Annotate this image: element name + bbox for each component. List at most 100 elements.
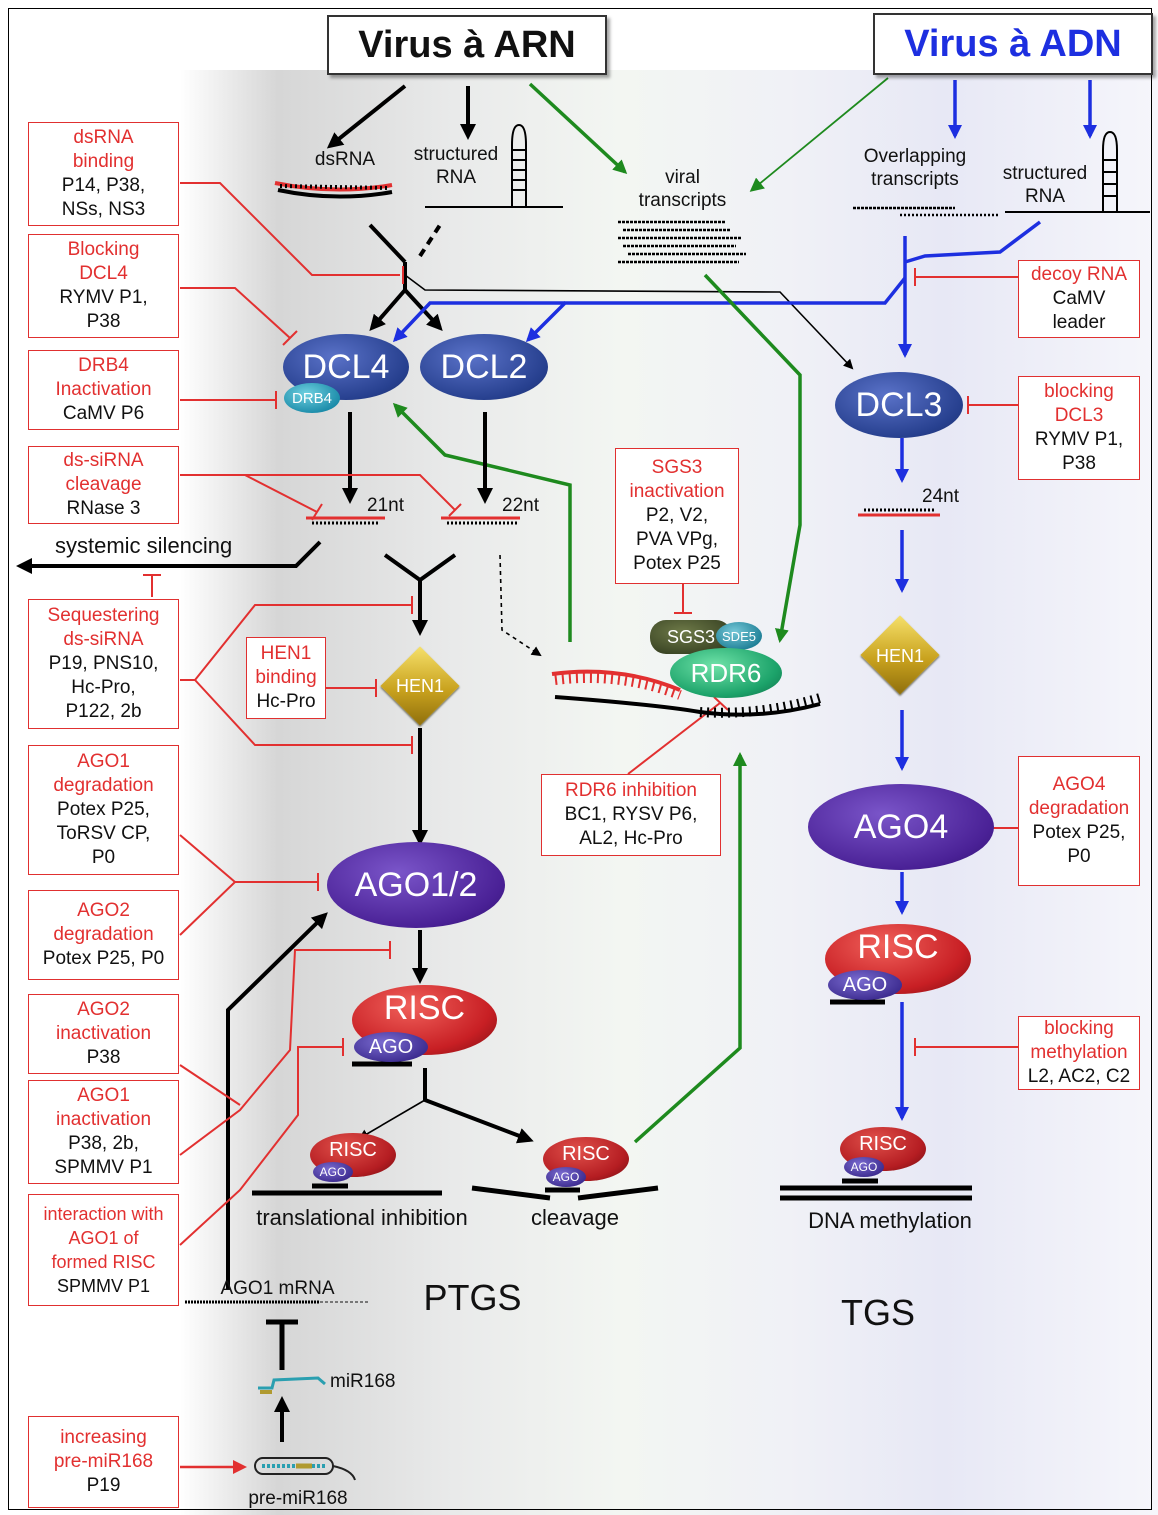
suppressor-function-line: AGO4 bbox=[1052, 774, 1106, 795]
risc-small-cleavage-ago: AGO bbox=[546, 1167, 586, 1187]
mir168-inhibition-bar bbox=[266, 1319, 298, 1370]
suppressor-function-line: DCL3 bbox=[1054, 405, 1104, 426]
suppressor-function-line: SGS3 bbox=[651, 457, 703, 478]
pre-mir168-glyph bbox=[254, 1457, 356, 1481]
translational-inhibition-label: translational inhibition bbox=[256, 1205, 468, 1230]
suppressor-protein-line: P122, 2b bbox=[65, 701, 142, 722]
suppressor-function-line: DCL4 bbox=[79, 263, 128, 284]
suppressor-protein-line: PVA VPg, bbox=[635, 529, 719, 550]
suppressor-function-line: DRB4 bbox=[78, 355, 129, 376]
risc-small-translational-ago: AGO bbox=[313, 1162, 353, 1182]
suppressor-protein-line: P14, P38, bbox=[61, 175, 146, 196]
suppressor-function-line: AGO1 of bbox=[68, 1228, 139, 1248]
suppressor-protein-line: P0 bbox=[1067, 846, 1091, 867]
suppressor-protein-line: CaMV P6 bbox=[62, 403, 145, 424]
dna-virus-arrows bbox=[392, 80, 1097, 1121]
suppressor-function-line: ds-siRNA bbox=[63, 629, 144, 650]
suppressor-protein-line: SPMMV P1 bbox=[54, 1157, 153, 1178]
ago1-mrna-label: AGO1 mRNA bbox=[220, 1278, 335, 1299]
suppressor-function-line: AGO1 bbox=[77, 751, 130, 772]
suppressor-function-line: formed RISC bbox=[51, 1252, 156, 1272]
ago12-node: AGO1/2 bbox=[327, 842, 505, 928]
ago4-node: AGO4 bbox=[808, 784, 994, 870]
figure-frame bbox=[8, 8, 1152, 1510]
ptgs-flow-arrows bbox=[16, 412, 534, 1442]
suppressor-protein-line: ToRSV CP, bbox=[56, 823, 151, 844]
suppressor-function-line: HEN1 bbox=[260, 643, 312, 664]
suppressor-protein-line: P2, V2, bbox=[645, 505, 709, 526]
dna-methylation-label: DNA methylation bbox=[808, 1208, 972, 1233]
suppressor-function-line: blocking bbox=[1044, 381, 1114, 402]
suppressor-function-line: ds-siRNA bbox=[63, 450, 144, 471]
suppressor-function-line: cleavage bbox=[65, 474, 142, 495]
suppressor-protein-line: Hc-Pro bbox=[256, 691, 316, 712]
cleavage-label: cleavage bbox=[530, 1205, 620, 1230]
inhibition-connectors bbox=[143, 182, 1018, 1246]
suppressor-protein-line: Potex P25, bbox=[1032, 822, 1126, 843]
risc-small-methylation-ago: AGO bbox=[844, 1157, 884, 1177]
pre-mir168-label: pre-miR168 bbox=[248, 1488, 348, 1509]
structured-rna-left-glyph bbox=[425, 123, 563, 208]
suppressor-protein-line: P19, PNS10, bbox=[48, 653, 159, 674]
suppressor-protein-line: P38 bbox=[1062, 453, 1096, 474]
green-feedback-arrows bbox=[392, 77, 889, 1144]
suppressor-function-line: increasing bbox=[60, 1427, 147, 1448]
suppressor-protein-line: P38 bbox=[86, 1047, 121, 1068]
risc-left-ago: AGO bbox=[354, 1032, 428, 1062]
suppressor-protein-line: L2, AC2, C2 bbox=[1027, 1066, 1131, 1087]
suppressor-protein-line: RYMV P1, bbox=[59, 287, 148, 308]
suppressor-function-line: binding bbox=[72, 151, 135, 172]
sirna-22nt-label: 22nt bbox=[502, 495, 539, 516]
suppressor-function-line: AGO2 bbox=[77, 999, 130, 1020]
suppressor-function-line: AGO2 bbox=[77, 900, 130, 921]
risc-small-translational: RISC bbox=[310, 1133, 396, 1177]
suppressor-function-line: degradation bbox=[1028, 798, 1130, 819]
hen1-left-label: HEN1 bbox=[395, 676, 444, 696]
suppressor-function-line: pre-miR168 bbox=[53, 1451, 154, 1472]
suppressor-protein-line: P19 bbox=[86, 1475, 121, 1496]
suppressor-function-line: inactivation bbox=[55, 1109, 152, 1130]
suppressor-protein-line: RYMV P1, bbox=[1034, 429, 1124, 450]
target-rna-bars bbox=[252, 999, 972, 1201]
overlapping-transcripts-glyph bbox=[853, 206, 1000, 217]
suppressor-protein-line: BC1, RYSV P6, bbox=[564, 804, 698, 825]
drb4-node: DRB4 bbox=[284, 383, 340, 413]
sde5-node: SDE5 bbox=[716, 622, 762, 650]
suppressor-function-line: dsRNA bbox=[73, 127, 134, 148]
suppressor-function-line: interaction with bbox=[43, 1204, 164, 1224]
ptgs-label: PTGS bbox=[423, 1277, 522, 1318]
suppressor-protein-line: NSs, NS3 bbox=[61, 199, 146, 220]
hen1-right-label: HEN1 bbox=[875, 646, 924, 666]
suppressor-function-line: degradation bbox=[53, 924, 154, 945]
suppressor-function-line: Inactivation bbox=[55, 379, 152, 400]
suppressor-function-line: AGO1 bbox=[77, 1085, 130, 1106]
suppressor-function-line: RDR6 inhibition bbox=[564, 780, 697, 801]
suppressor-protein-line: P0 bbox=[91, 847, 116, 868]
suppressor-function-line: degradation bbox=[53, 775, 154, 796]
structured-rna-right-glyph bbox=[1005, 130, 1150, 213]
mir168-glyph bbox=[258, 1376, 326, 1394]
tgs-label: TGS bbox=[840, 1292, 915, 1333]
suppressor-function-line: binding bbox=[255, 667, 317, 688]
dsrna-glyph bbox=[274, 181, 393, 199]
dna-virus-header: Virus à ADN bbox=[873, 13, 1153, 75]
suppressor-protein-line: AL2, Hc-Pro bbox=[579, 828, 683, 849]
dsrna-label: dsRNA bbox=[314, 149, 376, 170]
suppressor-protein-line: RNase 3 bbox=[66, 498, 141, 519]
